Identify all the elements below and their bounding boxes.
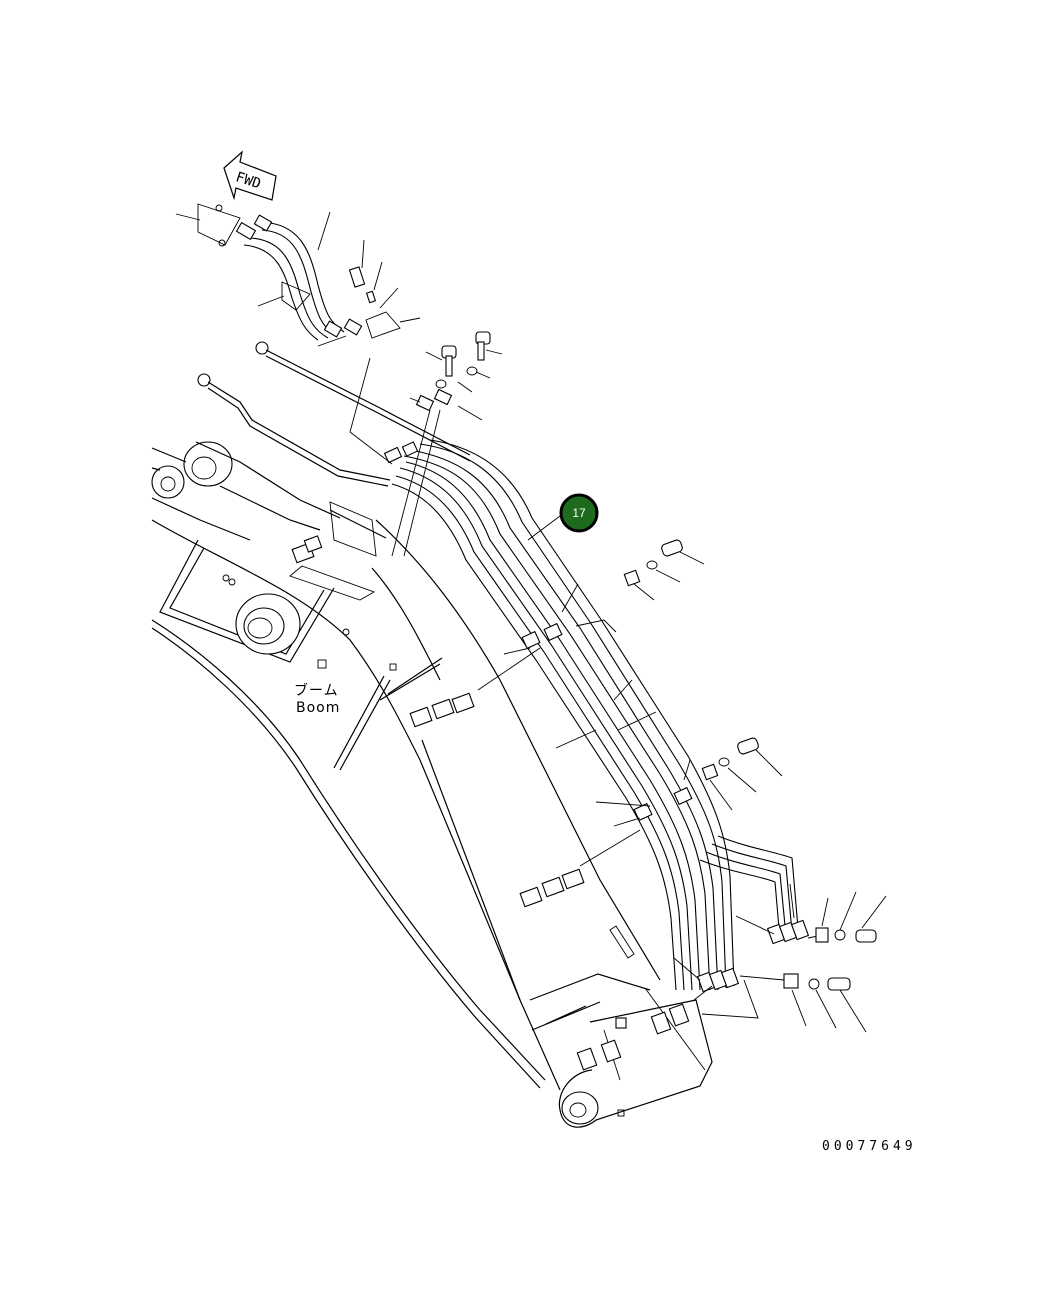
boom-structure: [151, 441, 713, 1128]
right-fasteners: [623, 539, 887, 1033]
main-hose-bundle: [391, 439, 799, 991]
fwd-arrow: FWD: [223, 150, 277, 201]
boom-label-jp: ブーム: [294, 682, 339, 699]
boom-label-en: Boom: [296, 700, 340, 716]
upper-rods: [197, 341, 471, 487]
fwd-label: FWD: [234, 169, 263, 192]
end-fittings: [696, 919, 819, 993]
upper-fasteners: [391, 331, 503, 557]
hose-clamps: [291, 441, 693, 1071]
upper-hose-assembly: [175, 203, 421, 347]
callout-17[interactable]: 17: [559, 493, 599, 533]
callout-17-number[interactable]: 17: [572, 506, 586, 520]
callout-17-circle[interactable]: [559, 493, 599, 533]
drawing-number: 00077649: [822, 1139, 917, 1154]
leader-lines: [349, 357, 795, 1019]
